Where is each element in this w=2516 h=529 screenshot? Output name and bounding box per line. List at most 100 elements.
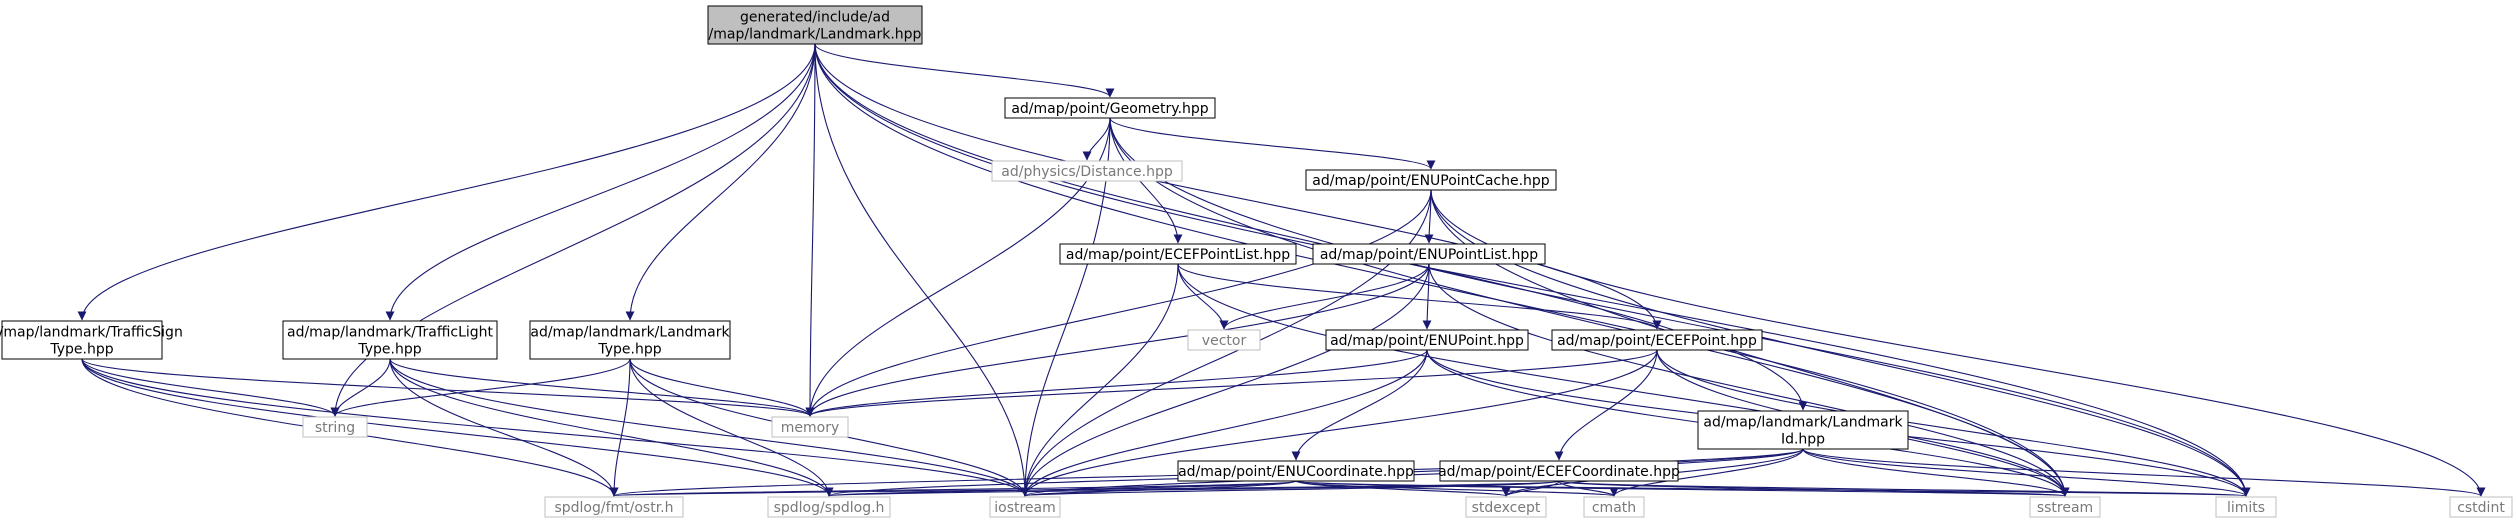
node-box [529, 320, 731, 360]
edge-geometry-to-iostream [1020, 117, 1111, 497]
node-label: stdexcept [1472, 500, 1541, 516]
edge-enupoint-to-memory [805, 349, 1428, 417]
node-label: ad/map/point/ECEFCoordinate.hpp [1438, 464, 1680, 480]
edge-geometry-to-ecefplist [1109, 117, 1183, 244]
node-label: /map/landmark/Landmark.hpp [709, 27, 922, 43]
node-box [1187, 329, 1261, 351]
node-label: ad/map/point/ENUPoint.hpp [1330, 333, 1524, 349]
node-enupoint[interactable]: ad/map/point/ENUPoint.hpp [1325, 329, 1529, 351]
node-sstream: sstream [2029, 496, 2101, 518]
edge-enupoint-to-iostream [1020, 349, 1428, 497]
edge-trafficsign-to-iostream [81, 358, 1030, 497]
edge-lmid-to-sstream [1802, 448, 2070, 497]
edge-root-to-trafficlight [385, 43, 816, 321]
node-label: generated/include/ad [740, 10, 890, 26]
node-label: cstdint [2457, 500, 2505, 516]
dependency-edges [77, 43, 2486, 497]
node-label: iostream [994, 500, 1056, 516]
node-ecefcoord[interactable]: ad/map/point/ECEFCoordinate.hpp [1438, 460, 1680, 482]
node-box [302, 416, 368, 438]
edge-ecefpoint-to-iostream [1020, 349, 1658, 497]
node-box [1305, 169, 1557, 191]
edge-trafficlight-to-spdlog [389, 358, 834, 497]
edge-trafficsign-to-string [81, 358, 340, 417]
edge-ecefplist-to-sstream [1177, 263, 2070, 497]
node-cmath: cmath [1583, 496, 1645, 518]
edge-enucoord-to-stdexcept [1295, 480, 1511, 497]
node-label: cmath [1592, 500, 1636, 516]
node-label: Type.hpp [49, 342, 113, 358]
edge-root-to-trafficsign [77, 43, 816, 321]
edge-enupoint-to-enucoord [1291, 349, 1428, 461]
edge-enuplist-to-vector [1219, 263, 1430, 330]
node-box [767, 496, 891, 518]
node-label: ad/map/point/ECEFPoint.hpp [1557, 333, 1757, 349]
node-box [1465, 496, 1547, 518]
edge-enuplist-to-memory [805, 263, 1430, 417]
node-box [1177, 460, 1415, 482]
node-enucoord[interactable]: ad/map/point/ENUCoordinate.hpp [1177, 460, 1415, 482]
node-label: spdlog/fmt/ostr.h [554, 500, 673, 516]
edge-lmid-to-limits [1802, 448, 2251, 497]
edge-root-to-memory [805, 43, 816, 417]
node-memory: memory [771, 416, 849, 438]
node-enuplist[interactable]: ad/map/point/ENUPointList.hpp [1312, 243, 1546, 265]
node-label: limits [2227, 500, 2265, 516]
node-ecefpoint[interactable]: ad/map/point/ECEFPoint.hpp [1551, 329, 1763, 351]
node-iostream: iostream [989, 496, 1061, 518]
node-label: ad/map/point/Geometry.hpp [1011, 101, 1208, 117]
edge-ecefplist-to-vector [1177, 263, 1229, 330]
node-box [1697, 410, 1909, 450]
node-box [991, 160, 1183, 182]
node-box [2215, 496, 2277, 518]
node-box [771, 416, 849, 438]
node-box [1551, 329, 1763, 351]
node-box [1059, 243, 1297, 265]
node-label: ad/physics/Distance.hpp [1001, 164, 1173, 180]
node-label: ad/map/point/ECEFPointList.hpp [1066, 247, 1290, 263]
node-box [1439, 460, 1679, 482]
node-label: Type.hpp [597, 342, 661, 358]
node-ostr: spdlog/fmt/ostr.h [544, 496, 684, 518]
node-label: spdlog/spdlog.h [774, 500, 885, 516]
edge-ecefcoord-to-iostream [1021, 480, 1560, 497]
node-geometry[interactable]: ad/map/point/Geometry.hpp [1004, 97, 1216, 119]
node-label: memory [781, 420, 840, 436]
node-box [2029, 496, 2101, 518]
node-limits: limits [2215, 496, 2277, 518]
edge-lmtype-to-ostr [609, 358, 631, 497]
node-label: vector [1202, 333, 1247, 349]
edge-root-to-lmid [814, 43, 1808, 411]
edge-lmtype-to-memory [629, 358, 815, 417]
node-stdexcept: stdexcept [1465, 496, 1547, 518]
node-enucache[interactable]: ad/map/point/ENUPointCache.hpp [1305, 169, 1557, 191]
edge-geometry-to-limits [1109, 117, 2251, 497]
edge-lmid-to-cmath [1609, 448, 1804, 497]
node-root[interactable]: generated/include/ad/map/landmark/Landma… [707, 5, 923, 45]
edge-root-to-string [330, 43, 816, 417]
node-box [1004, 97, 1216, 119]
edge-enuplist-to-iostream [1020, 263, 1430, 497]
edge-geometry-to-distance [1082, 117, 1111, 161]
node-box [1583, 496, 1645, 518]
node-ecefplist[interactable]: ad/map/point/ECEFPointList.hpp [1059, 243, 1297, 265]
node-label: sstream [2037, 500, 2093, 516]
node-label: ad/map/landmark/TrafficSign [0, 325, 183, 341]
node-box [282, 320, 498, 360]
edge-root-to-ecefpoint [814, 43, 1662, 330]
node-label: ad/map/landmark/Landmark [1703, 415, 1903, 431]
edge-root-to-lmtype [625, 43, 816, 321]
node-cstdint: cstdint [2449, 496, 2513, 518]
edge-ecefplist-to-iostream [1020, 263, 1179, 497]
node-box [2449, 496, 2513, 518]
edge-trafficlight-to-iostream [389, 358, 1030, 497]
node-distance: ad/physics/Distance.hpp [991, 160, 1183, 182]
node-label: ad/map/point/ENUPointList.hpp [1320, 247, 1538, 263]
edge-ecefpoint-to-memory [805, 349, 1658, 417]
edge-geometry-to-enucache [1109, 117, 1436, 170]
edge-trafficsign-to-spdlog [81, 358, 834, 497]
